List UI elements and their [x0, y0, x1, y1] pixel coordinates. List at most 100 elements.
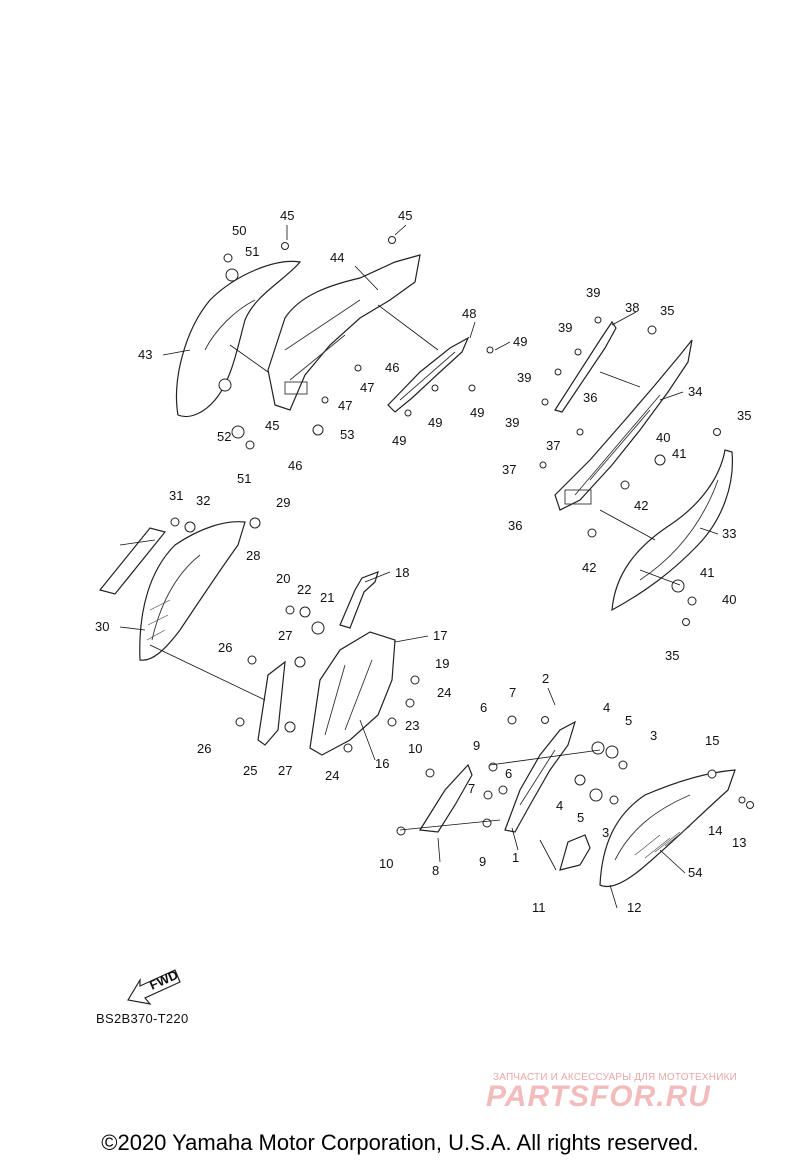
- callout-40: 40: [722, 592, 736, 607]
- callout-49: 49: [470, 405, 484, 420]
- callout-3: 3: [602, 825, 609, 840]
- fwd-arrow: FWD: [127, 967, 181, 1005]
- callout-6: 6: [505, 766, 512, 781]
- callout-11: 11: [532, 900, 546, 915]
- callout-37: 37: [546, 438, 560, 453]
- callout-4: 4: [603, 700, 610, 715]
- callout-50: 51: [237, 471, 251, 486]
- callout-4: 4: [556, 798, 563, 813]
- hardware-group: [170, 236, 754, 836]
- callout-25: 25: [243, 763, 257, 778]
- callout-16: 17: [433, 628, 447, 643]
- callout-42: 42: [634, 498, 648, 513]
- part-48-shape: [387, 336, 470, 413]
- callout-44: 44: [330, 250, 344, 265]
- part-11-shape: [559, 834, 591, 871]
- callout-27: 26: [197, 741, 211, 756]
- callout-45: 45: [398, 208, 412, 223]
- callout-7: 7: [468, 781, 475, 796]
- part-8-shape: [418, 763, 473, 833]
- callout-39: 39: [505, 415, 519, 430]
- callout-13: 13: [732, 835, 746, 850]
- callout-47: 47: [338, 398, 352, 413]
- callout-36: 36: [508, 518, 522, 533]
- callout-31: 32: [196, 493, 210, 508]
- callout-35: 35: [660, 303, 674, 318]
- diagram-reference-code: BS2B370-T220: [96, 1011, 189, 1026]
- callout-26: 27: [278, 628, 292, 643]
- callout-1: 1: [512, 850, 519, 865]
- part-17-shape: [339, 571, 379, 629]
- part-33-shape: [611, 449, 734, 612]
- callout-2: 2: [542, 671, 549, 686]
- callout-46: 46: [288, 458, 302, 473]
- callout-40: 40: [656, 430, 670, 445]
- callout-48: 48: [462, 306, 476, 321]
- callout-39: 39: [558, 320, 572, 335]
- callout-5: 5: [577, 810, 584, 825]
- callout-47: 47: [360, 380, 374, 395]
- part-29-shape: [139, 521, 246, 661]
- callout-14: 14: [708, 823, 722, 838]
- callout-39: 39: [517, 370, 531, 385]
- callout-10: 10: [408, 741, 422, 756]
- callout-51: 51: [245, 244, 259, 259]
- callout-30: 31: [169, 488, 183, 503]
- callout-51: 52: [217, 429, 231, 444]
- callout-45: 45: [265, 418, 279, 433]
- callout-34: 34: [688, 384, 702, 399]
- callout-41: 41: [672, 446, 686, 461]
- callout-53: 54: [688, 865, 702, 880]
- callout-leaders: [119, 224, 719, 909]
- callout-39: 39: [586, 285, 600, 300]
- part-12-shape: [599, 769, 736, 888]
- part-44-shape: [267, 254, 421, 411]
- callout-35: 35: [737, 408, 751, 423]
- callout-46: 46: [385, 360, 399, 375]
- callout-49: 49: [392, 433, 406, 448]
- callout-21: 21: [320, 590, 334, 605]
- callout-24: 24: [325, 768, 339, 783]
- part-25-shape: [257, 660, 286, 746]
- callout-42: 42: [582, 560, 596, 575]
- callout-45: 45: [280, 208, 294, 223]
- callout-18: 16: [375, 756, 389, 771]
- callout-10: 10: [379, 856, 393, 871]
- callout-41: 41: [700, 565, 714, 580]
- callout-50: 50: [232, 223, 246, 238]
- callout-27: 26: [218, 640, 232, 655]
- callout-12: 12: [627, 900, 641, 915]
- callout-19: 19: [435, 656, 449, 671]
- callout-43: 43: [138, 347, 152, 362]
- callout-15: 15: [705, 733, 719, 748]
- part-1-shape: [504, 720, 576, 833]
- callout-17: 18: [395, 565, 409, 580]
- part-43-shape: [175, 260, 302, 418]
- callout-49: 49: [513, 334, 527, 349]
- callout-3: 3: [650, 728, 657, 743]
- callout-38: 38: [625, 300, 639, 315]
- callout-26: 27: [278, 763, 292, 778]
- callout-9: 9: [479, 854, 486, 869]
- callout-36: 36: [583, 390, 597, 405]
- part-16-shape: [309, 631, 396, 756]
- callout-6: 6: [480, 700, 487, 715]
- callout-32: 29: [276, 495, 290, 510]
- callout-5: 5: [625, 713, 632, 728]
- callout-labels: 50 51 45 45 44 43 46 47 47 53 45 46 52 5…: [95, 208, 751, 915]
- callout-22: 22: [297, 582, 311, 597]
- callout-52: 53: [340, 427, 354, 442]
- part-54-shape: [98, 527, 167, 595]
- callout-49: 49: [428, 415, 442, 430]
- assembly-lines: [149, 304, 681, 871]
- callout-37: 37: [502, 462, 516, 477]
- callout-24: 24: [437, 685, 451, 700]
- copyright-notice: ©2020 Yamaha Motor Corporation, U.S.A. A…: [101, 1130, 699, 1155]
- callout-29: 30: [95, 619, 109, 634]
- callout-33: 33: [722, 526, 736, 541]
- watermark-logo: PARTSFOR.RU: [486, 1080, 711, 1113]
- callout-20: 20: [276, 571, 290, 586]
- part-38-shape: [554, 320, 617, 413]
- watermark-tagline: ЗАПЧАСТИ И АКСЕССУАРЫ ДЛЯ МОТОТЕХНИКИ: [493, 1072, 738, 1083]
